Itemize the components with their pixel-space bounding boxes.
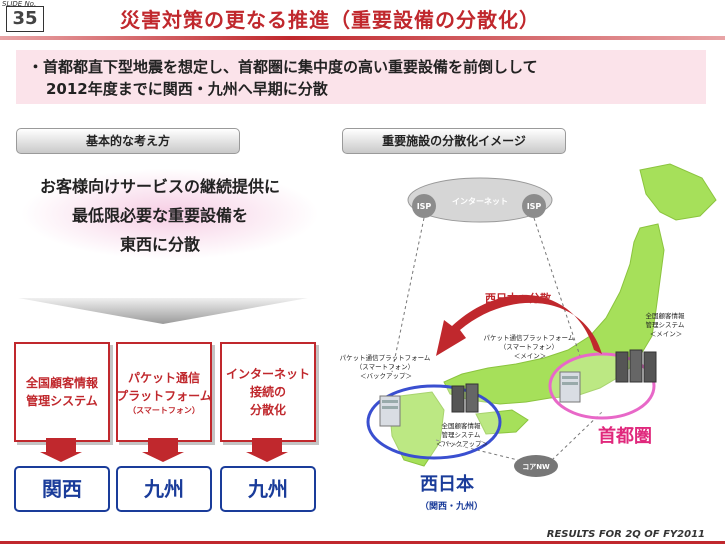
- internet-cloud-icon: [407, 177, 553, 223]
- slide-label: SLIDE No.: [2, 0, 37, 8]
- bullet-marker: ・: [28, 58, 44, 76]
- footer-text: RESULTS FOR 2Q OF FY2011: [546, 529, 705, 540]
- down-arrow-icon: [40, 438, 82, 462]
- footer-divider: [0, 541, 725, 544]
- core-network-label: コアNW: [522, 463, 550, 471]
- core-network-icon: [514, 455, 558, 477]
- key-message-band: ・首都都直下型地震を想定し、首都圏に集中度の高い重要設備を前倒しして 2012年…: [16, 50, 706, 104]
- dest-kansai: 関西: [14, 466, 110, 512]
- dest-kyushu-1: 九州: [116, 466, 212, 512]
- slide-number: 35: [6, 6, 44, 32]
- tab-basic-approach: 基本的な考え方: [16, 128, 240, 154]
- link-isp-east: [533, 217, 581, 357]
- title-divider: [0, 36, 725, 40]
- customer-backup-label: 全国顧客情報 管理システム ＜バックアップ＞: [436, 421, 488, 448]
- isp-east-label: ISP: [527, 202, 542, 211]
- internet-label: インターネット: [452, 196, 508, 206]
- japan-distribution-map: インターネット ISP ISP 西日本へ分散 パケット通信プラットフォーム （ス…: [340, 163, 717, 512]
- down-arrow-icon: [142, 438, 184, 462]
- concept-line-1: お客様向けサービスの継続提供に: [39, 177, 280, 196]
- box-customer-system: 全国顧客情報 管理システム: [14, 342, 110, 442]
- west-distribution-label: 西日本へ分散: [485, 291, 552, 305]
- page-title: 災害対策の更なる推進（重要設備の分散化）: [120, 8, 540, 32]
- box-packet-platform: パケット通信 プラットフォーム （スマートフォン）: [116, 342, 212, 442]
- concept-line-2: 最低限必要な重要設備を: [71, 206, 248, 225]
- server-east-packet-icon: [559, 371, 581, 403]
- west-distribution-arrow-icon: [436, 294, 602, 356]
- capital-region-label: 首都圏: [598, 425, 652, 447]
- west-japan-label: 西日本: [420, 473, 474, 495]
- packet-backup-label: パケット通信プラットフォーム （スマートフォン） ＜バックアップ＞: [340, 353, 432, 380]
- key-message-line-1: ・首都都直下型地震を想定し、首都圏に集中度の高い重要設備を前倒しして: [28, 58, 538, 76]
- server-west-customer-icon: [451, 383, 479, 413]
- isp-west-label: ISP: [417, 202, 432, 211]
- link-isp-west: [391, 217, 425, 373]
- concept-text: お客様向けサービスの継続提供に 最低限必要な重要設備を 東西に分散: [0, 172, 320, 259]
- concept-line-3: 東西に分散: [119, 235, 200, 254]
- dest-kyushu-2: 九州: [220, 466, 316, 512]
- server-east-customer-icon: [615, 349, 657, 383]
- isp-west-icon: [412, 194, 436, 218]
- shikoku-shape: [475, 409, 529, 435]
- concept-glow: [20, 168, 320, 260]
- tab-distribution-image: 重要施設の分散化イメージ: [342, 128, 566, 154]
- funnel-arrow: [18, 298, 308, 324]
- customer-main-label: 全国顧客情報 管理システム ＜メイン＞: [645, 311, 686, 338]
- isp-east-icon: [522, 194, 546, 218]
- down-arrow-icon: [246, 438, 288, 462]
- packet-main-label: パケット通信プラットフォーム （スマートフォン） ＜メイン＞: [484, 333, 577, 360]
- hokkaido-shape: [639, 163, 717, 221]
- key-message-line-2: 2012年度までに関西・九州へ早期に分散: [46, 80, 328, 98]
- box-internet-distribution: インターネット 接続の 分散化: [220, 342, 316, 442]
- west-japan-sublabel: （関西・九州）: [420, 500, 483, 512]
- server-west-packet-icon: [379, 395, 401, 427]
